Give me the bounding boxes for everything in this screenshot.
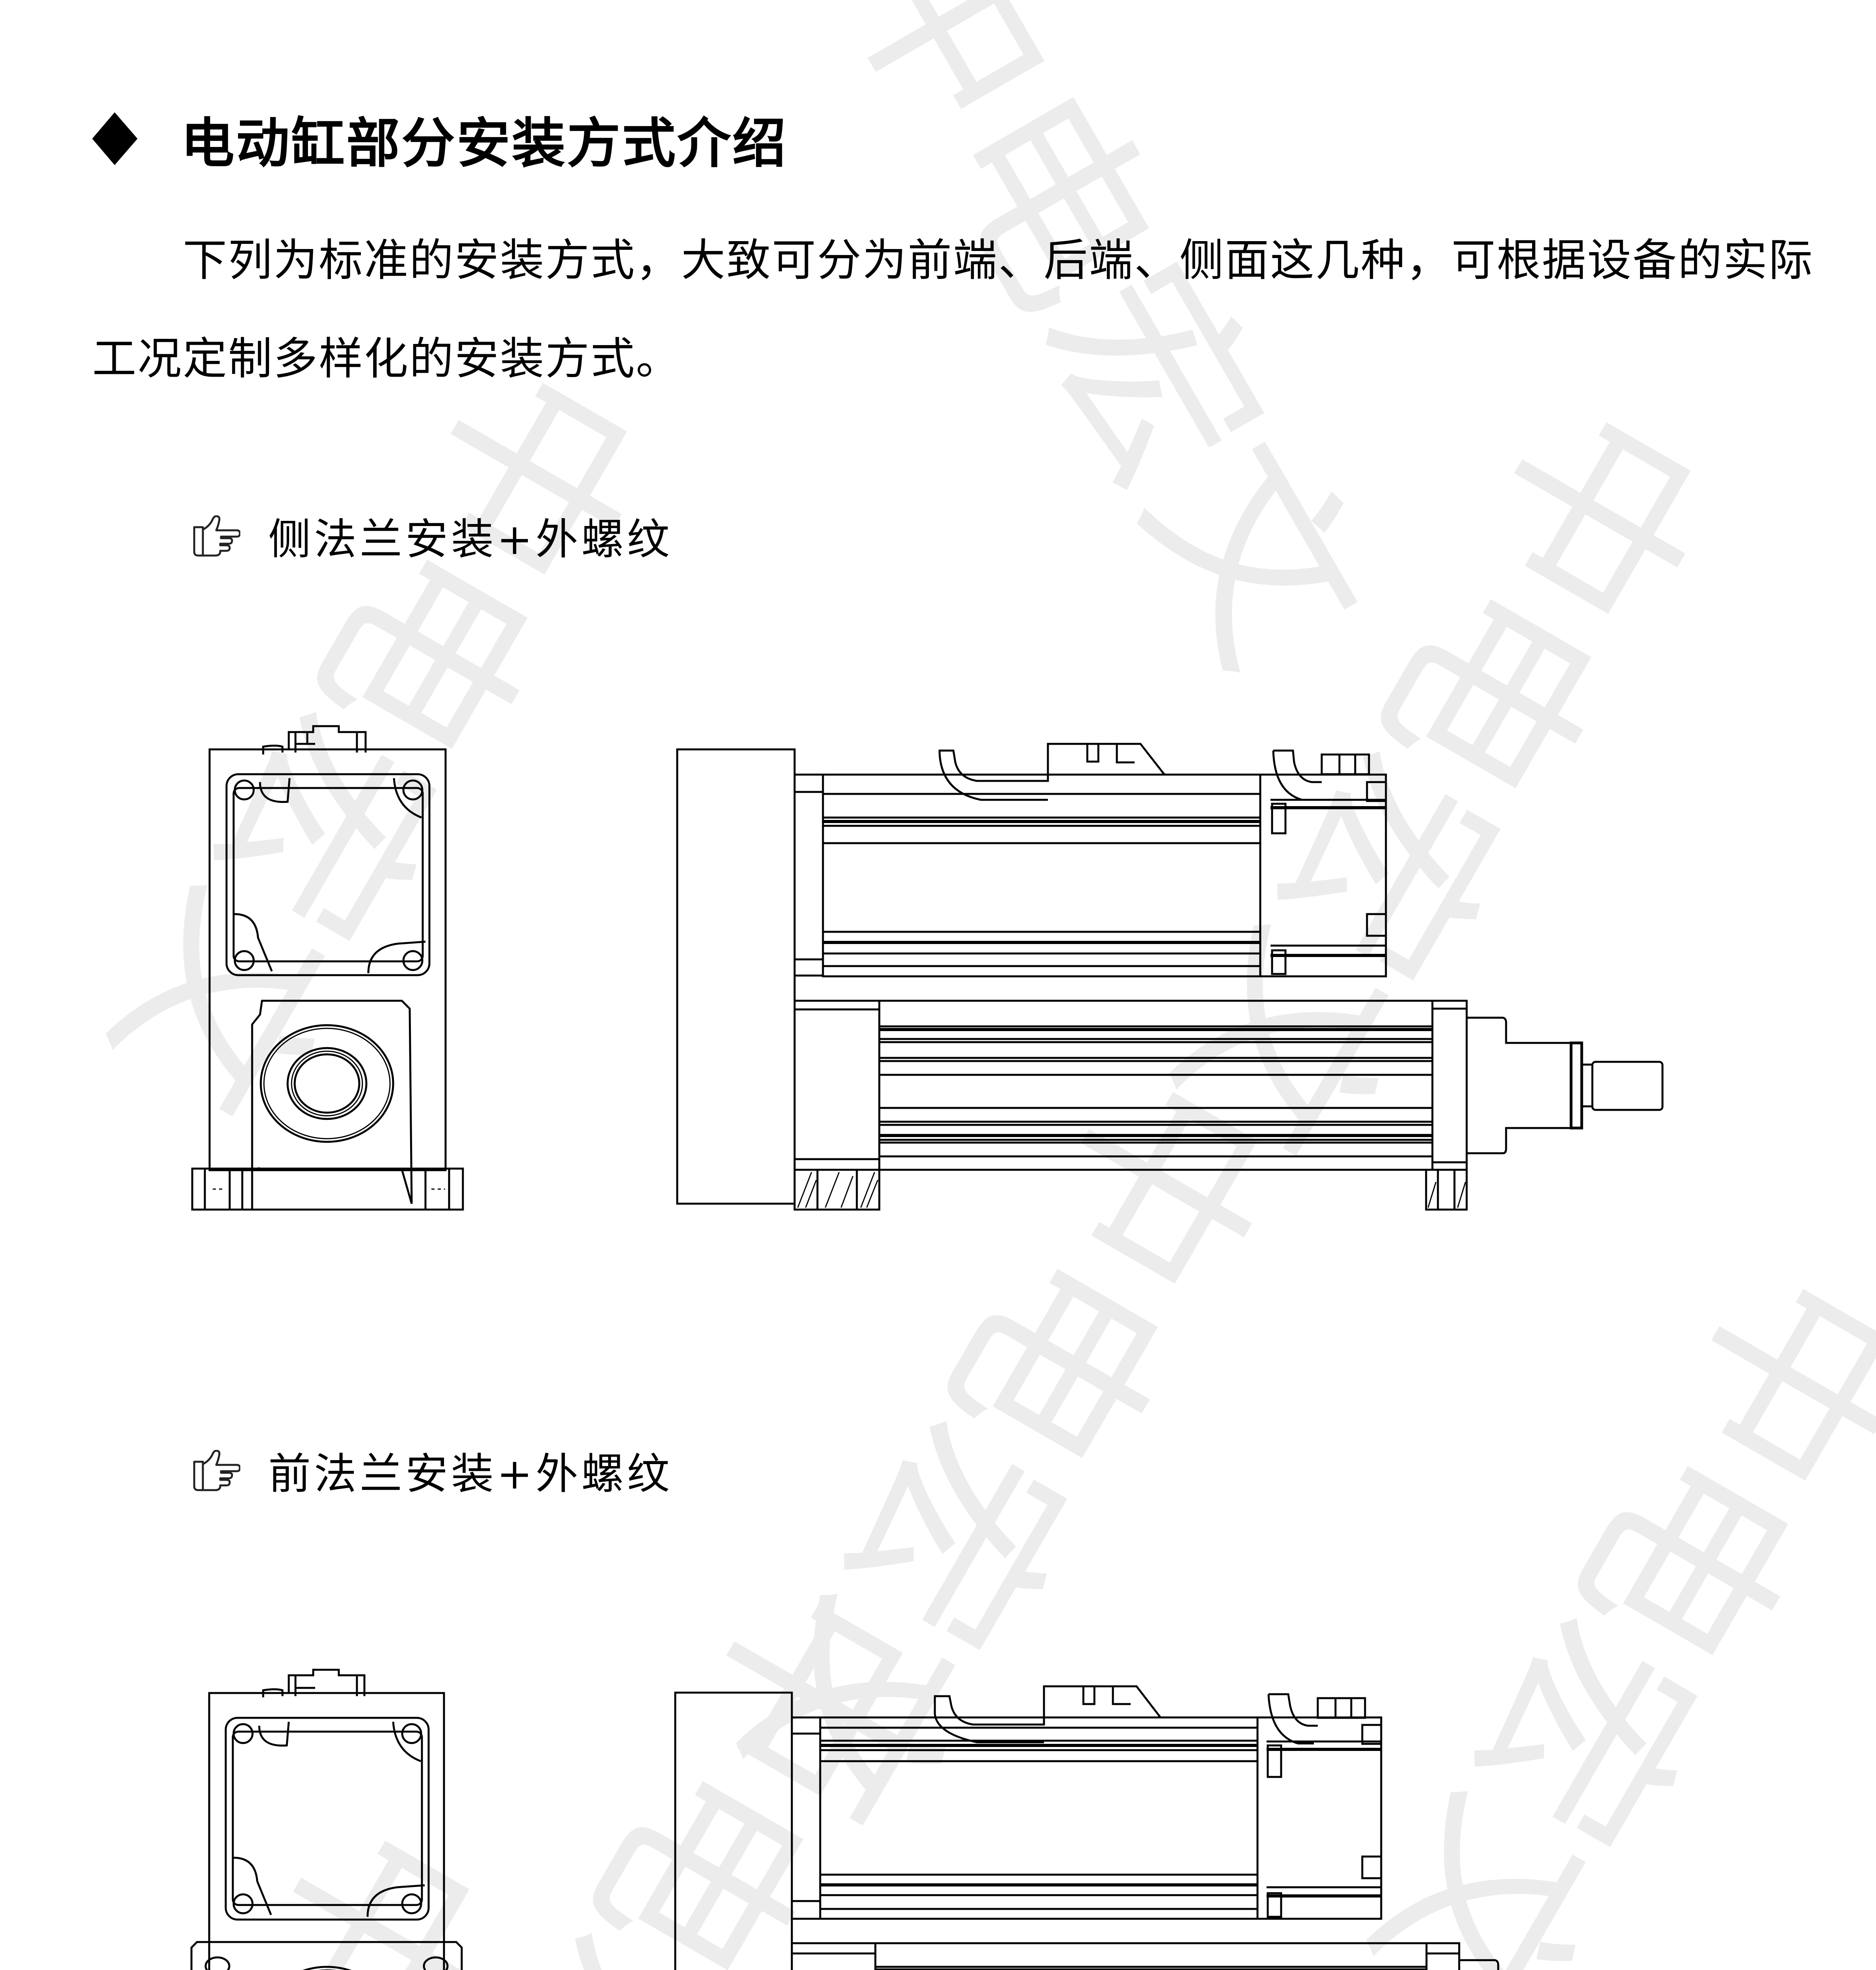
section-label-text: 侧法兰安装+外螺纹 xyxy=(268,515,673,564)
intro-paragraph: 下列为标准的安装方式，大致可分为前端、后端、侧面这几种，可根据设备的实际 工况定… xyxy=(92,211,1814,408)
pointing-hand-icon xyxy=(191,1450,240,1491)
section-label-side-flange: 侧法兰安装+外螺纹 xyxy=(191,505,673,567)
side-view-drawing-front-flange xyxy=(670,1663,1670,1970)
page-title: 电动缸部分安装方式介绍 xyxy=(181,112,788,175)
intro-line-2: 工况定制多样化的安装方式。 xyxy=(92,333,681,385)
section-heading: 电动缸部分安装方式介绍 xyxy=(92,107,788,175)
intro-line-1: 下列为标准的安装方式，大致可分为前端、后端、侧面这几种，可根据设备的实际 xyxy=(183,235,1814,286)
diamond-bullet-icon xyxy=(92,112,137,165)
section-label-front-flange: 前法兰安装+外螺纹 xyxy=(191,1440,673,1501)
end-view-drawing-front-flange xyxy=(185,1667,469,1970)
side-view-drawing-side-flange xyxy=(670,717,1678,1217)
section-label-text: 前法兰安装+外螺纹 xyxy=(268,1450,673,1499)
pointing-hand-icon xyxy=(191,515,240,557)
end-view-drawing-side-flange xyxy=(185,725,469,1217)
